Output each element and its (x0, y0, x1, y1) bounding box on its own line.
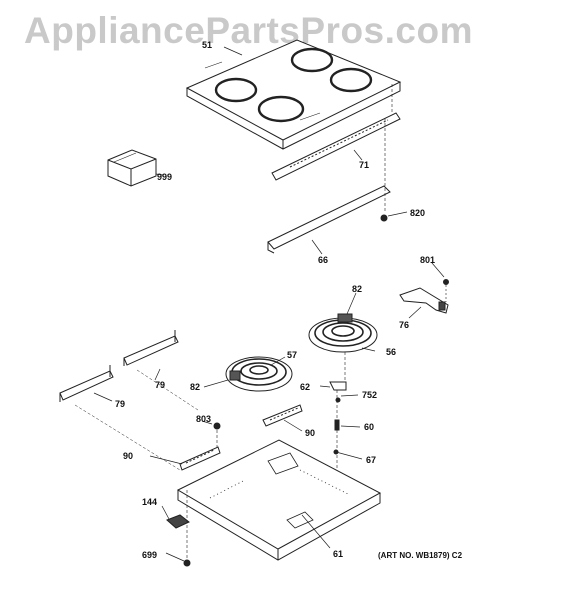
packaging-box (107, 149, 157, 187)
label-51: 51 (202, 40, 213, 50)
burner-box (176, 439, 382, 561)
label-82-left: 82 (190, 382, 201, 392)
label-999: 999 (157, 172, 173, 182)
terminal-bracket (399, 279, 449, 314)
label-699: 699 (142, 550, 158, 560)
burner-right (308, 313, 378, 353)
label-67: 67 (366, 455, 377, 465)
label-71: 71 (359, 160, 370, 170)
sensor-assembly (329, 352, 347, 500)
label-56: 56 (386, 347, 397, 357)
label-79-lower: 79 (115, 399, 126, 409)
label-144: 144 (142, 497, 158, 507)
burner-left (225, 356, 293, 392)
clip-bracket (166, 514, 190, 529)
watermark: AppliancePartsPros.com (24, 10, 473, 51)
spacer-right (262, 404, 303, 427)
label-66: 66 (318, 255, 329, 265)
label-76: 76 (399, 320, 410, 330)
label-60: 60 (364, 422, 375, 432)
art-number-note: (ART NO. WB1879) C2 (378, 551, 463, 560)
spacer-left (179, 446, 221, 471)
label-90-left: 90 (123, 451, 134, 461)
label-57: 57 (287, 350, 298, 360)
label-61: 61 (333, 549, 344, 559)
label-820: 820 (410, 208, 426, 218)
label-90-right: 90 (305, 428, 316, 438)
label-82-top: 82 (352, 284, 363, 294)
front-trim (271, 112, 401, 181)
label-62: 62 (300, 382, 311, 392)
cooktop-glass (185, 39, 402, 150)
label-79-upper: 79 (155, 380, 166, 390)
rear-bracket (267, 185, 391, 254)
trim-lower-left (59, 365, 114, 402)
label-752: 752 (362, 390, 378, 400)
label-801: 801 (420, 255, 436, 265)
label-803: 803 (196, 414, 212, 424)
trim-upper-left (123, 330, 179, 366)
